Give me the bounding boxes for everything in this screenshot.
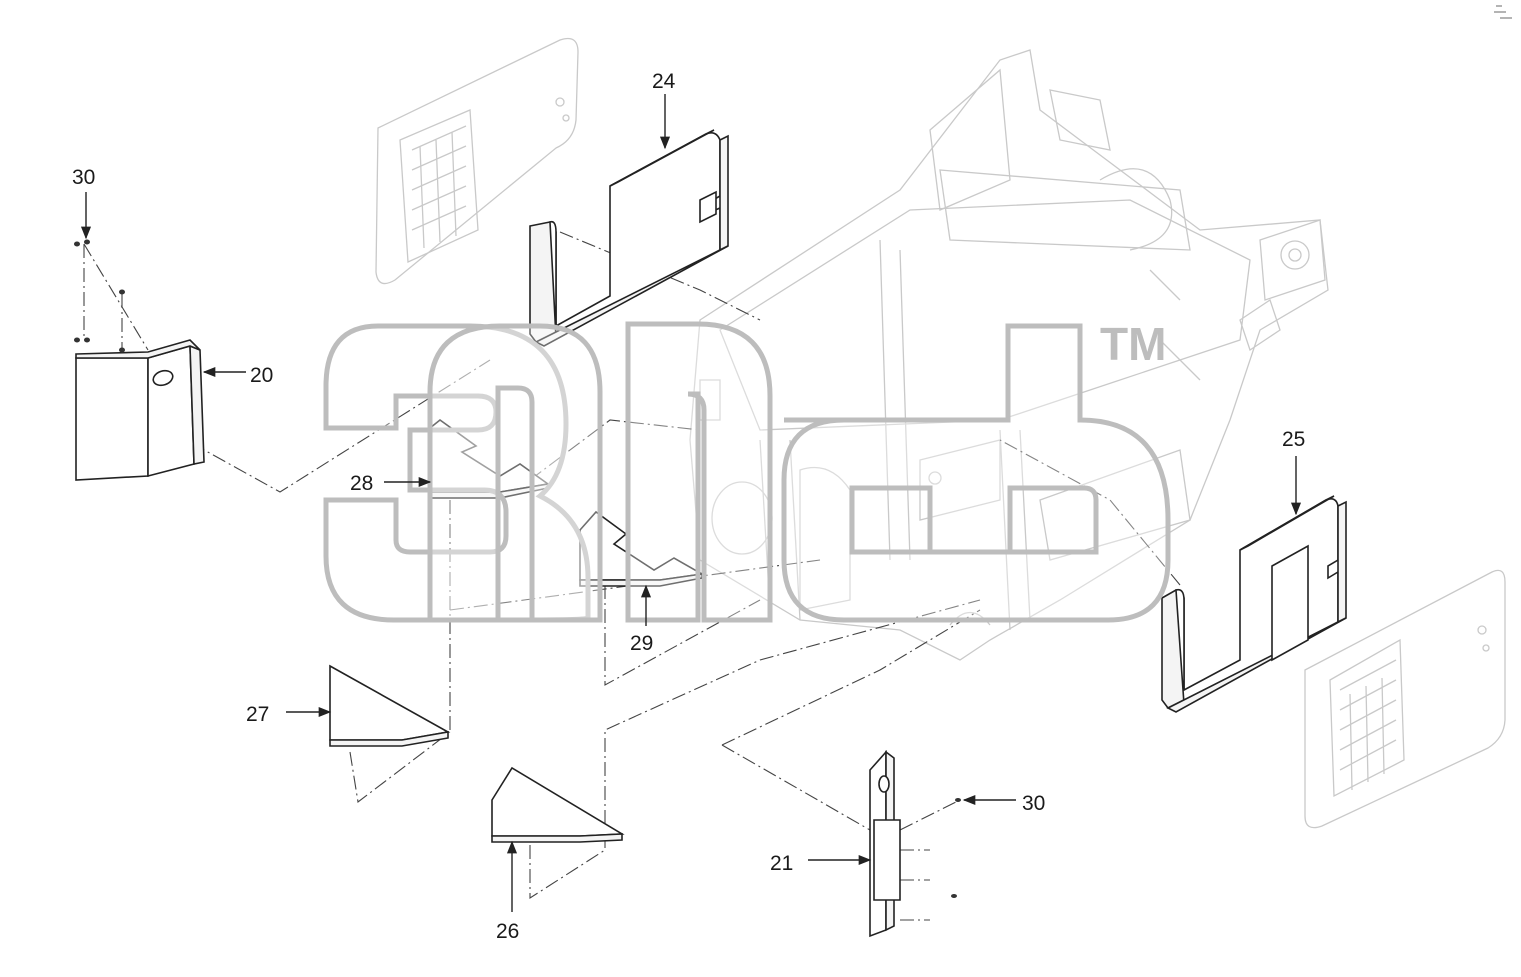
screw-icon bbox=[119, 347, 125, 353]
watermark-logo: TM bbox=[323, 318, 1171, 623]
screw-icon bbox=[955, 798, 961, 802]
callout-20: 20 bbox=[250, 364, 273, 387]
part-27-gusset bbox=[329, 664, 451, 747]
part-26-gusset bbox=[491, 766, 625, 843]
screw-icon bbox=[74, 337, 80, 343]
watermark-trademark: TM bbox=[1100, 318, 1166, 370]
corner-marks bbox=[1494, 5, 1512, 19]
part-20-bracket bbox=[75, 339, 205, 481]
callout-29: 29 bbox=[630, 632, 653, 655]
screw-icon bbox=[951, 894, 957, 898]
callout-21: 21 bbox=[770, 852, 793, 875]
callout-28: 28 bbox=[350, 472, 373, 495]
callout-24: 24 bbox=[652, 70, 676, 93]
screw-icon bbox=[84, 337, 90, 343]
screw-icon bbox=[74, 241, 80, 247]
callout-labels: 24 30 20 28 29 25 27 26 30 21 bbox=[72, 70, 1305, 943]
callout-27: 27 bbox=[246, 703, 269, 726]
callout-25: 25 bbox=[1282, 428, 1305, 451]
part-24-panel bbox=[529, 129, 729, 347]
part-30-screws bbox=[74, 239, 961, 898]
screw-icon bbox=[84, 239, 90, 245]
callout-30-left: 30 bbox=[72, 166, 95, 189]
callout-26: 26 bbox=[496, 920, 519, 943]
chassis-ghost-drawing bbox=[375, 37, 1506, 829]
part-21-plate bbox=[869, 749, 901, 938]
callout-30-right: 30 bbox=[1022, 792, 1045, 815]
part-29-plate bbox=[579, 510, 705, 587]
leader-arrows bbox=[80, 94, 1302, 912]
part-25-panel bbox=[1161, 495, 1347, 713]
screw-icon bbox=[119, 289, 125, 295]
